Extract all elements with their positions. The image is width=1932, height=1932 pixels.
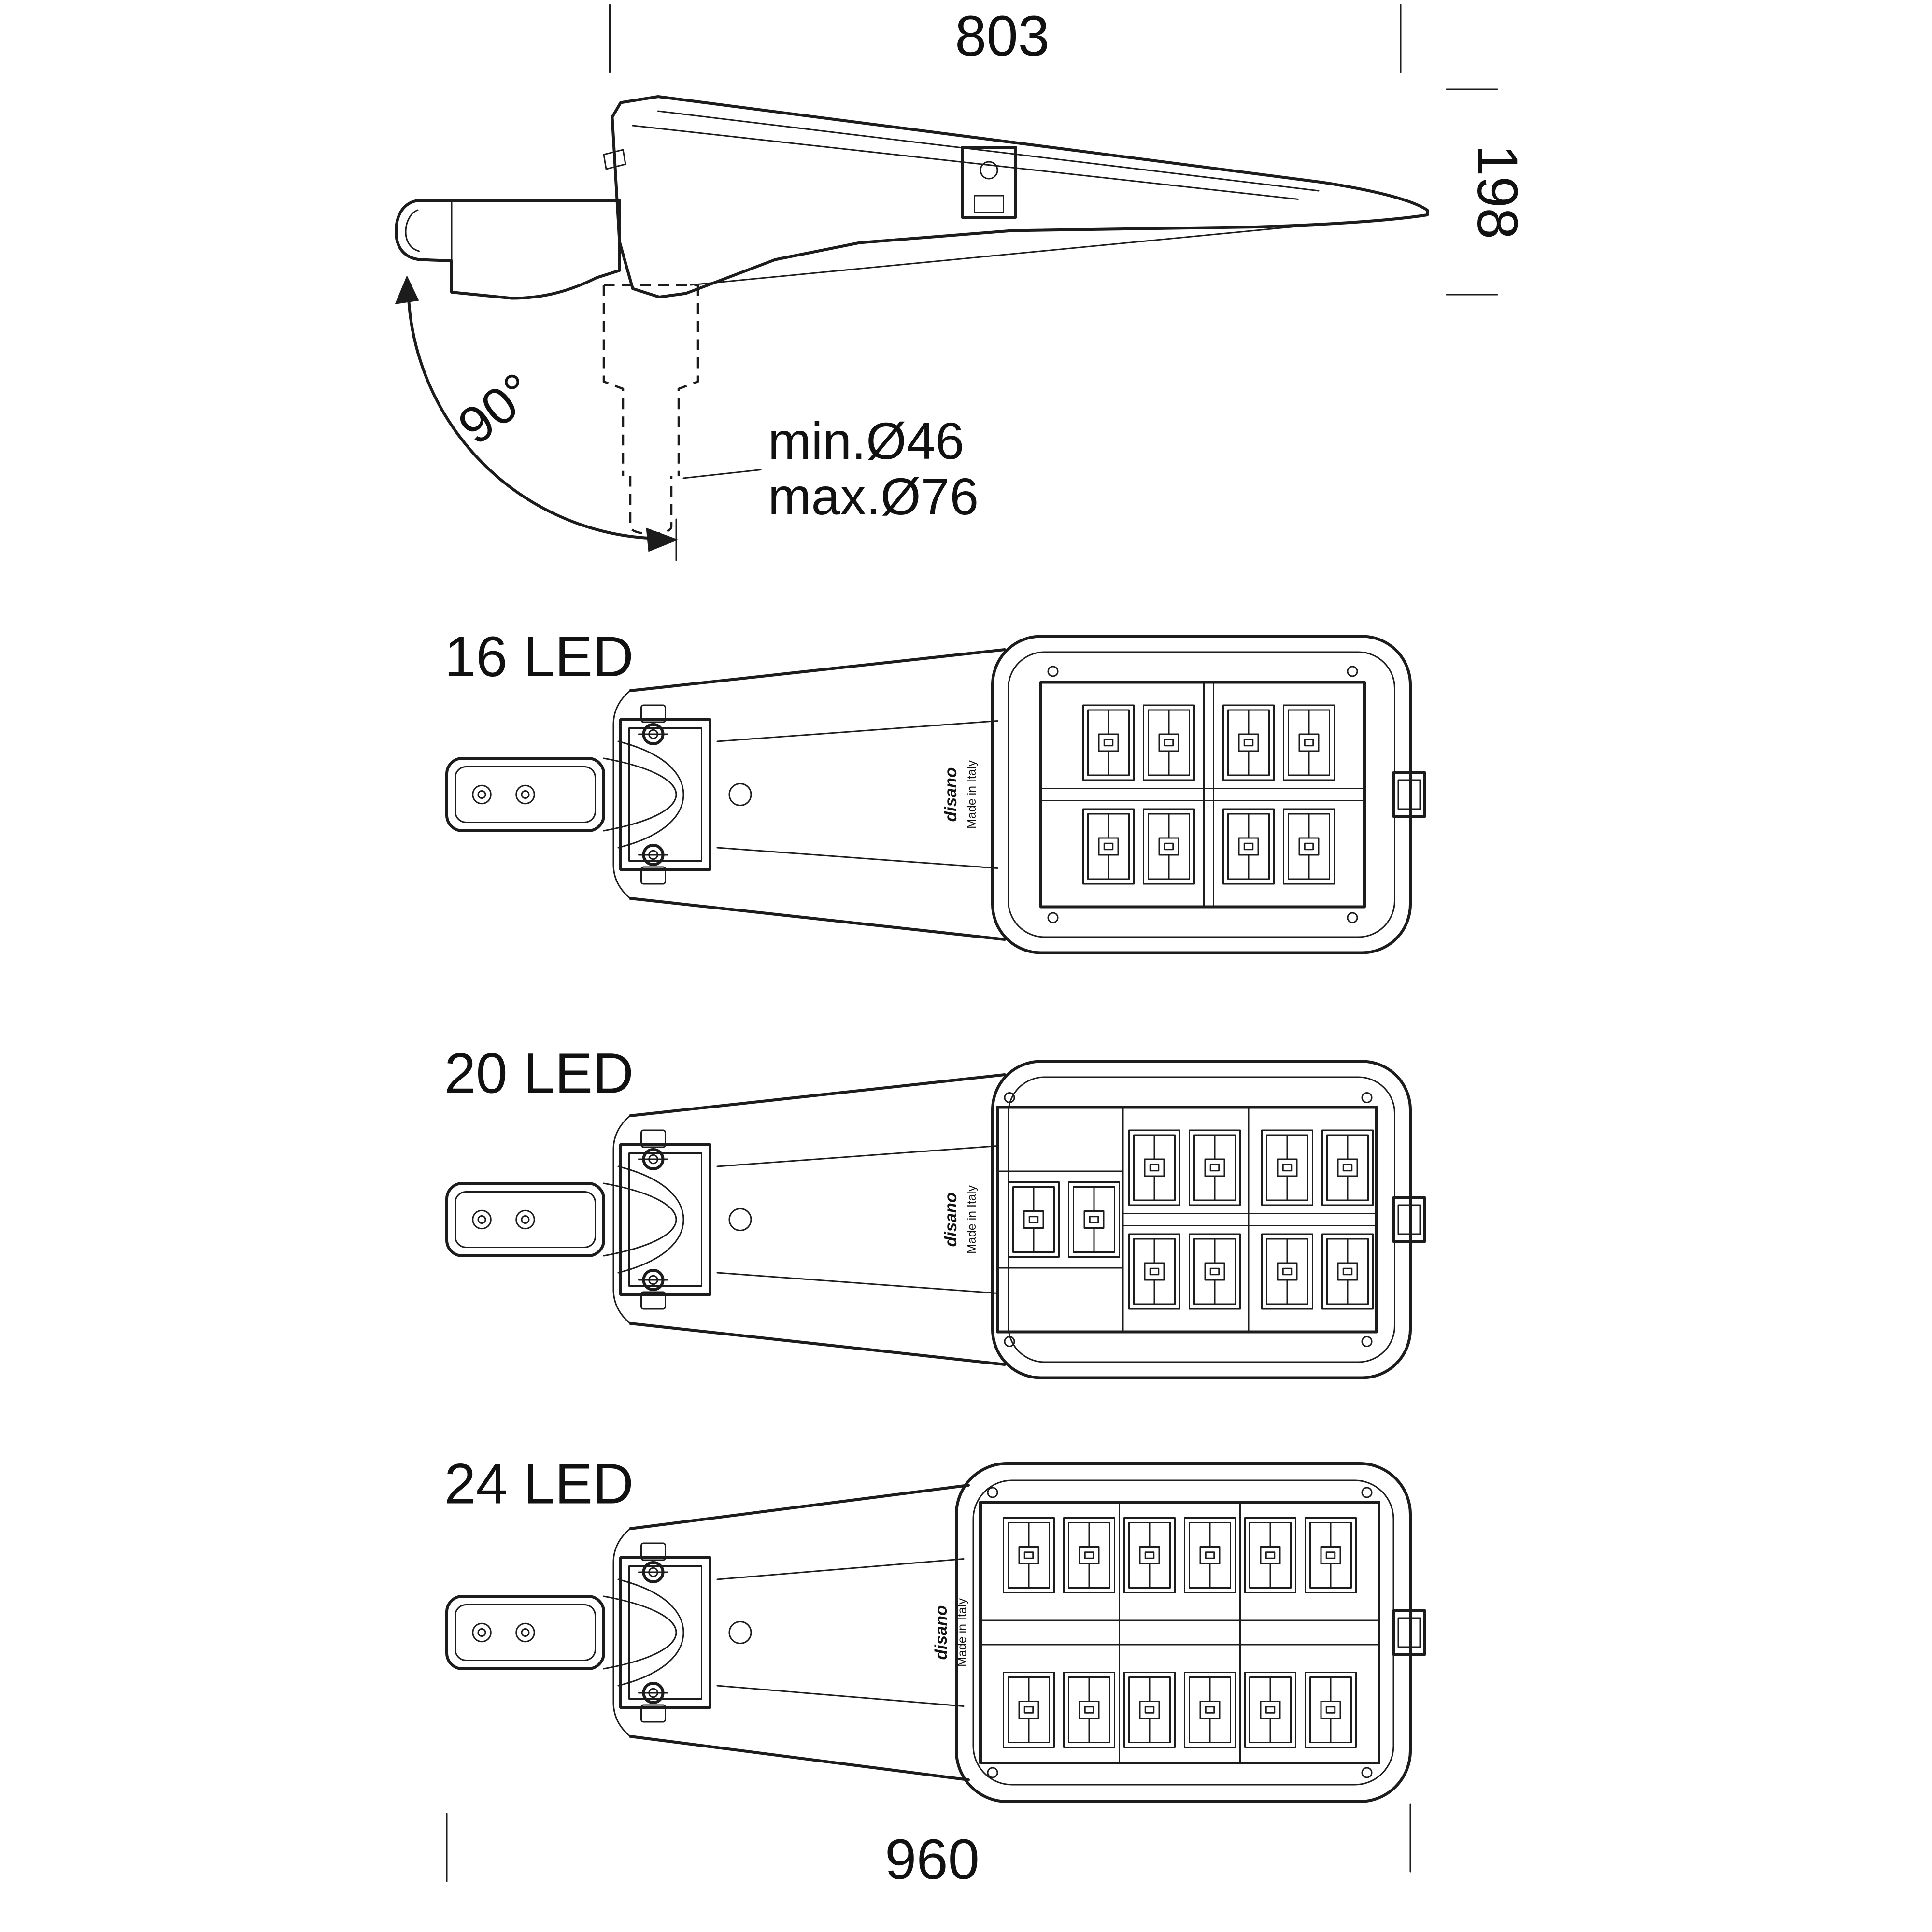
made-in-italy-label: Made in Italy <box>955 1598 969 1667</box>
led-module <box>1082 704 1135 781</box>
led-module <box>1123 1517 1176 1593</box>
body-outline <box>612 1484 970 1781</box>
arrowhead-up <box>395 275 419 304</box>
led-module <box>1003 1672 1055 1748</box>
panel-screw <box>1004 1092 1015 1103</box>
pole-max-label: max.Ø76 <box>768 468 979 526</box>
led-module <box>1283 704 1335 781</box>
led-module <box>1128 1233 1180 1310</box>
panel-screw <box>1047 912 1059 923</box>
led-module <box>1189 1233 1241 1310</box>
dim-bottom-label: 960 <box>885 1828 980 1891</box>
led-module <box>1321 1129 1374 1206</box>
panel-screw <box>987 1487 998 1498</box>
latch <box>1392 1609 1426 1656</box>
led-module <box>1305 1672 1357 1748</box>
variant-label-16led: 16 LED <box>444 625 634 688</box>
arrowhead-right <box>646 527 679 552</box>
variant-label-24led: 24 LED <box>444 1452 634 1516</box>
body-screw <box>728 783 752 806</box>
latch <box>1392 1196 1426 1243</box>
panel-screw <box>1347 666 1358 677</box>
led-module <box>1068 1181 1120 1258</box>
body-outline <box>612 1073 1006 1366</box>
brand-mark: disano <box>941 767 960 822</box>
clip-detail <box>603 149 626 170</box>
mounting-arm-side <box>395 199 621 300</box>
side-view: 803 198 <box>395 4 1529 561</box>
head-24led <box>955 1462 1426 1803</box>
rotation-arc: 90° <box>395 275 679 561</box>
led-module <box>1222 808 1275 885</box>
body-screw <box>728 1621 752 1644</box>
dimension-side-height: 198 <box>1446 88 1529 296</box>
panel-screw <box>1361 1487 1373 1498</box>
led-panel <box>979 1501 1380 1764</box>
led-module <box>1305 1517 1357 1593</box>
pole-dashed <box>602 284 699 535</box>
led-module <box>1222 704 1275 781</box>
panel-screw <box>1047 666 1059 677</box>
made-in-italy-label: Made in Italy <box>965 1185 979 1254</box>
mounting-arm-assembly <box>447 1543 710 1722</box>
led-module <box>1184 1672 1236 1748</box>
led-module <box>1003 1517 1055 1593</box>
brand-mark: disano <box>932 1605 951 1660</box>
top-view-16led: 16 LED <box>444 625 1426 954</box>
led-module <box>1261 1233 1313 1310</box>
led-panel <box>996 1106 1378 1334</box>
led-module <box>1321 1233 1374 1310</box>
led-module <box>1128 1129 1180 1206</box>
mounting-arm-assembly <box>447 705 710 884</box>
body-outline <box>612 648 1006 941</box>
led-module <box>1063 1672 1115 1748</box>
panel-screw <box>987 1767 998 1778</box>
led-module <box>1008 1181 1060 1258</box>
panel-screw <box>1361 1336 1373 1347</box>
made-in-italy-label: Made in Italy <box>965 760 979 829</box>
variant-label-20led: 20 LED <box>444 1042 634 1105</box>
led-module <box>1261 1129 1313 1206</box>
led-module <box>1082 808 1135 885</box>
led-module <box>1143 704 1195 781</box>
led-panel <box>1039 681 1366 909</box>
top-view-24led: 24 LED <box>444 1452 1426 1803</box>
led-module <box>1244 1517 1296 1593</box>
led-module <box>1189 1129 1241 1206</box>
body-screw <box>728 1208 752 1231</box>
pole-min-label: min.Ø46 <box>768 412 964 470</box>
luminaire-side-profile <box>603 95 1429 298</box>
head-20led <box>991 1060 1426 1379</box>
panel-screw <box>1361 1092 1373 1103</box>
dimension-bottom-width: 960 <box>446 1803 1411 1891</box>
led-module <box>1143 808 1195 885</box>
panel-screw <box>1004 1336 1015 1347</box>
panel-screw <box>1361 1767 1373 1778</box>
dim-height-label: 198 <box>1466 144 1529 239</box>
led-module <box>1283 808 1335 885</box>
led-module <box>1063 1517 1115 1593</box>
sensor-housing <box>961 146 1017 219</box>
led-module <box>1184 1517 1236 1593</box>
dimension-top-width: 803 <box>609 4 1402 73</box>
brand-mark: disano <box>941 1193 960 1247</box>
mounting-arm-assembly <box>447 1130 710 1309</box>
pole-diameter-notes: min.Ø46 max.Ø76 <box>682 412 979 526</box>
latch <box>1392 771 1426 818</box>
panel-screw <box>1347 912 1358 923</box>
led-module <box>1123 1672 1176 1748</box>
leader-line <box>682 469 762 479</box>
top-view-20led: 20 LED <box>444 1042 1426 1379</box>
head-16led <box>991 635 1426 954</box>
led-module <box>1244 1672 1296 1748</box>
dim-width-label: 803 <box>955 4 1050 68</box>
